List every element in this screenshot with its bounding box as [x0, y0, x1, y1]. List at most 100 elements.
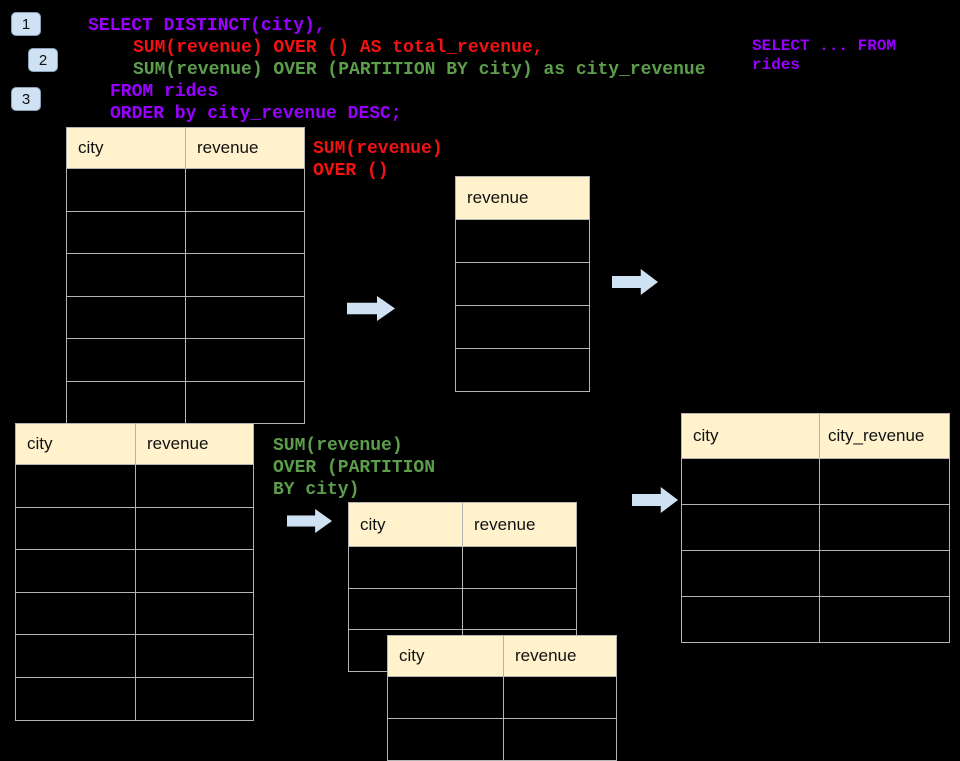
- table-cell: [820, 597, 949, 642]
- table-row: [67, 380, 304, 424]
- column-header-revenue: revenue: [474, 514, 536, 534]
- sql-line-total: SUM(revenue) OVER () AS total_revenue,: [133, 38, 544, 58]
- table-header-row: city city_revenue: [682, 414, 949, 458]
- column-header-city: city: [16, 424, 136, 464]
- table-result: city city_revenue: [681, 413, 950, 643]
- table-row: [456, 348, 589, 391]
- arrow-right-icon: [347, 296, 395, 321]
- table-row: [16, 676, 253, 720]
- arrow-right-icon: [632, 487, 678, 513]
- table-cell: [16, 635, 136, 677]
- total-label-line-1: SUM(revenue): [313, 139, 443, 159]
- table-row: [388, 718, 616, 760]
- side-note-line-2: rides: [752, 56, 801, 74]
- table-cell: [16, 677, 136, 720]
- table-cell: [186, 339, 304, 381]
- table-cell: [456, 306, 589, 348]
- table-partition-b: city revenue: [387, 635, 617, 761]
- table-cell: [820, 505, 949, 550]
- table-cell: [186, 254, 304, 296]
- partition-label-line-2: OVER (PARTITION: [273, 458, 436, 478]
- table-cell: [186, 212, 304, 254]
- table-cell: [186, 169, 304, 211]
- table-cell: [186, 382, 304, 424]
- table-cell: [136, 508, 253, 550]
- total-label-line-2: OVER (): [313, 161, 389, 181]
- column-header-city: city: [388, 636, 504, 676]
- table-cell: [820, 551, 949, 596]
- step-badge-2-label: 2: [38, 51, 48, 69]
- table-source-rides-bottom: city revenue: [15, 423, 254, 721]
- table-cell: [136, 593, 253, 635]
- table-cell: [16, 550, 136, 592]
- column-header-city: city: [682, 414, 820, 458]
- column-header-revenue: revenue: [197, 138, 259, 157]
- table-cell: [67, 339, 186, 381]
- column-header-city: city: [67, 128, 186, 168]
- table-row: [349, 587, 576, 630]
- table-row: [682, 458, 949, 504]
- step-badge-1-label: 1: [21, 15, 31, 33]
- step-badge-3: 3: [11, 87, 41, 111]
- table-row: [682, 504, 949, 550]
- table-cell: [504, 677, 616, 718]
- table-cell: [504, 719, 616, 760]
- partition-label-line-1: SUM(revenue): [273, 436, 403, 456]
- column-header-revenue: revenue: [467, 188, 529, 207]
- table-header-row: city revenue: [67, 128, 304, 168]
- table-cell: [16, 465, 136, 507]
- table-cell: [388, 719, 504, 760]
- table-header-row: revenue: [456, 177, 589, 219]
- table-row: [682, 596, 949, 642]
- partition-label-line-3: BY city): [273, 480, 360, 500]
- table-cell: [16, 592, 136, 635]
- table-row: [16, 634, 253, 677]
- table-cell: [349, 547, 463, 588]
- table-cell: [67, 296, 186, 338]
- table-cell: [136, 465, 253, 507]
- arrow-right-icon: [287, 509, 332, 533]
- step-badge-3-label: 3: [21, 90, 31, 108]
- table-cell: [456, 220, 589, 262]
- sql-line-from: FROM rides: [110, 82, 219, 102]
- table-cell: [682, 505, 820, 550]
- table-cell: [67, 254, 186, 296]
- arrow-right-icon: [612, 269, 658, 295]
- table-cell: [820, 459, 949, 504]
- column-header-revenue: revenue: [147, 434, 209, 453]
- table-total-revenue: revenue: [455, 176, 590, 392]
- table-row: [16, 549, 253, 592]
- sql-line-order: ORDER by city_revenue DESC;: [110, 104, 402, 124]
- table-cell: [67, 211, 186, 253]
- table-cell: [186, 297, 304, 339]
- table-cell: [388, 677, 504, 718]
- table-source-rides-top: city revenue: [66, 127, 305, 424]
- table-row: [16, 591, 253, 635]
- table-cell: [682, 551, 820, 596]
- table-cell: [456, 349, 589, 391]
- column-header-revenue: revenue: [515, 646, 577, 665]
- table-row: [456, 305, 589, 348]
- table-cell: [463, 547, 576, 588]
- table-header-row: city revenue: [16, 424, 253, 464]
- table-row: [16, 506, 253, 550]
- table-cell: [16, 507, 136, 550]
- table-cell: [67, 381, 186, 423]
- step-badge-2: 2: [28, 48, 58, 72]
- table-row: [682, 550, 949, 596]
- table-cell: [456, 263, 589, 305]
- column-header-city-revenue: city_revenue: [828, 426, 925, 445]
- table-header-row: city revenue: [388, 636, 616, 676]
- table-row: [388, 676, 616, 718]
- table-header-row: city revenue: [349, 503, 576, 546]
- table-cell: [463, 589, 576, 630]
- table-row: [67, 210, 304, 254]
- table-row: [67, 338, 304, 381]
- table-cell: [682, 597, 820, 642]
- table-cell: [349, 588, 463, 629]
- table-cell: [136, 550, 253, 592]
- side-note-line-1: SELECT ... FROM: [752, 37, 897, 55]
- table-row: [349, 546, 576, 588]
- step-badge-1: 1: [11, 12, 41, 36]
- table-row: [16, 464, 253, 507]
